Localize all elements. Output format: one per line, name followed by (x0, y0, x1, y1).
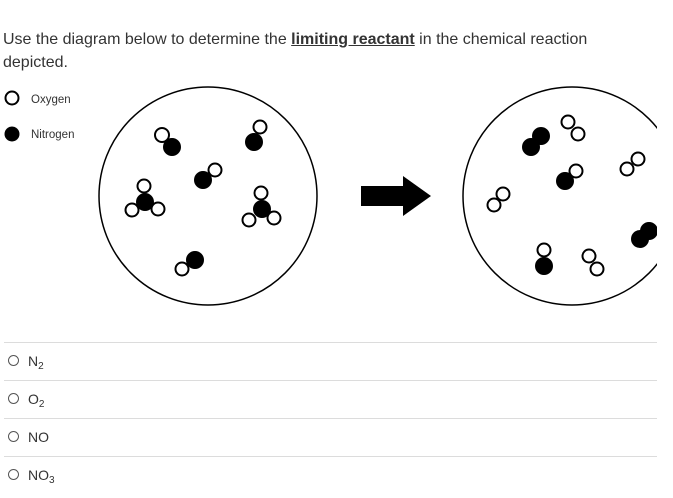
choice-formula: NO (28, 429, 49, 445)
choice-o2[interactable]: O2 (4, 380, 657, 418)
choice-no3[interactable]: NO3 (4, 456, 657, 494)
choice-n2[interactable]: N2 (4, 342, 657, 380)
choice-label: N2 (28, 353, 44, 372)
choice-formula: O (28, 391, 39, 407)
choice-label: NO3 (28, 467, 55, 486)
products-circle (462, 86, 673, 306)
choice-formula: N (28, 353, 39, 369)
reactants-circle (98, 86, 318, 306)
radio-button[interactable] (8, 469, 19, 480)
reaction-diagram: Oxygen Nitrogen (4, 80, 673, 310)
radio-button[interactable] (8, 431, 19, 442)
choice-no[interactable]: NO (4, 418, 657, 456)
question-prefix: Use the diagram below to determine the (3, 31, 292, 48)
choice-subscript: 3 (49, 475, 55, 486)
legend: Oxygen Nitrogen (4, 90, 74, 142)
question-suffix: in the chemical reaction depicted. (3, 31, 588, 71)
question-text: Use the diagram below to determine the l… (3, 28, 653, 74)
nitrogen-legend-icon (4, 126, 20, 142)
oxygen-legend-icon (4, 90, 20, 106)
radio-button[interactable] (8, 393, 19, 404)
legend-oxygen-label: Oxygen (31, 94, 71, 106)
choice-label: NO (28, 429, 49, 445)
choice-formula: NO (28, 467, 49, 483)
choice-label: O2 (28, 391, 45, 410)
product-molecules (486, 114, 658, 277)
answer-choices: N2 O2 NO NO3 (4, 342, 657, 494)
reaction-arrow (361, 176, 431, 216)
choice-subscript: 2 (38, 361, 44, 372)
question-key-phrase: limiting reactant (291, 31, 415, 48)
radio-button[interactable] (8, 355, 19, 366)
reactant-molecules (124, 119, 282, 277)
choice-subscript: 2 (38, 399, 45, 410)
legend-nitrogen-label: Nitrogen (31, 129, 74, 141)
